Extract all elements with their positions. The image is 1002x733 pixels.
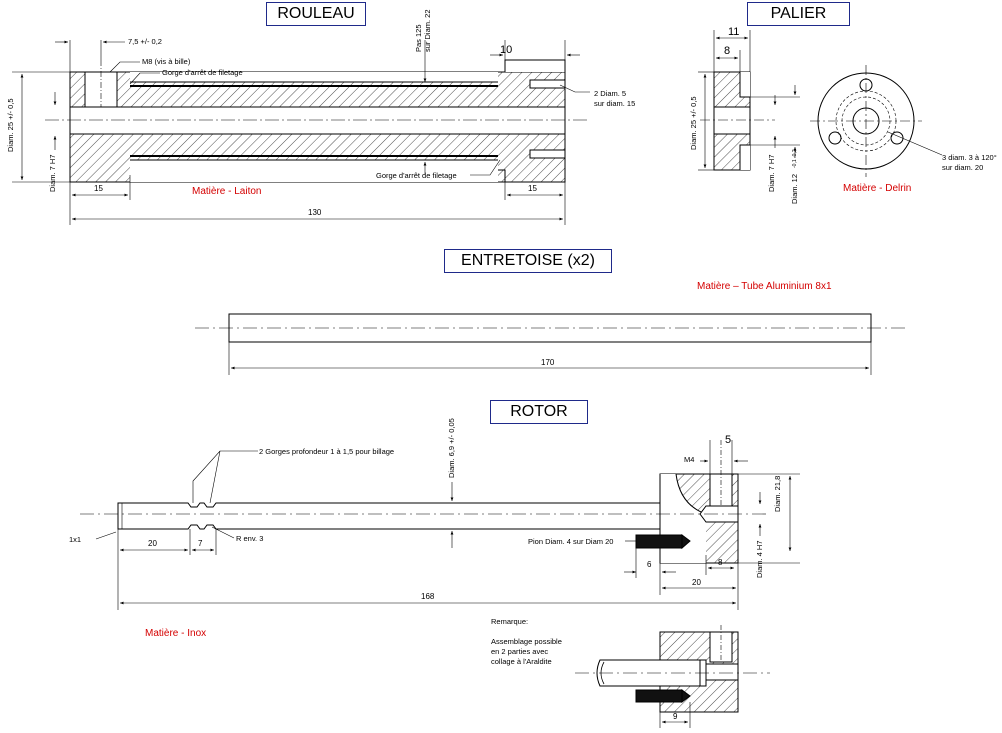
label-remarque-1: Assemblage possible [491,637,562,646]
material-rouleau: Matière - Laiton [192,186,262,197]
palier-drawing [698,30,943,177]
label-palier-diam7: Diam. 7 H7 [767,154,776,192]
label-pion: Pion Diam. 4 sur Diam 20 [528,537,614,546]
label-rotor-dim-6: 6 [647,560,652,569]
label-diam218: Diam. 21,8 [773,475,782,512]
label-remarque-3: collage à l'Araldite [491,657,552,666]
label-dim-15-right: 15 [528,184,537,193]
material-entretoise: Matière – Tube Aluminium 8x1 [697,281,832,292]
label-dim-10: 10 [500,44,513,56]
label-remarque: Remarque: [491,617,529,626]
label-palier-trous-2: sur diam. 20 [942,163,984,172]
label-trous-1: 2 Diam. 5 [594,89,627,98]
label-dim-11: 11 [728,26,740,38]
material-palier: Matière - Delrin [843,183,912,194]
title-entretoise: ENTRETOISE (x2) [444,249,612,273]
rotor-drawing [80,440,800,610]
material-rotor: Matière - Inox [145,628,207,639]
entretoise-drawing [195,313,905,375]
label-rotor-dim-5: 5 [725,434,732,446]
label-dim-8: 8 [724,45,731,57]
label-diam25: Diam. 25 +/- 0,5 [6,98,15,152]
label-gorges: 2 Gorges profondeur 1 à 1,5 pour billage [259,447,395,456]
label-palier-diam12: Diam. 12 [790,173,799,204]
label-dim-170: 170 [541,358,555,367]
label-diam7: Diam. 7 H7 [48,154,57,192]
label-rotor-dim-20-left: 20 [148,539,157,548]
label-r-env: R env. 3 [236,534,264,543]
remarque-drawing [575,625,770,728]
label-m8: M8 (vis à bille) [142,57,191,66]
title-rouleau: ROULEAU [266,2,366,26]
rouleau-drawing [12,40,590,225]
label-rotor-dim-8: 8 [718,558,723,567]
label-trous-2: sur diam. 15 [594,99,636,108]
label-remarque-dim-9: 9 [673,712,678,721]
label-palier-diam12-tol: -0,1 -0,2 [792,149,798,168]
title-palier: PALIER [747,2,850,26]
label-rotor-dim-7: 7 [198,539,203,548]
label-palier-diam25: Diam. 25 +/- 0,5 [689,96,698,150]
label-diam4: Diam. 4 H7 [755,540,764,578]
label-m4: M4 [684,455,695,464]
label-remarque-2: en 2 parties avec [491,647,549,656]
label-dim-15-left: 15 [94,184,103,193]
label-dim-7-5: 7,5 +/- 0,2 [128,37,162,46]
label-rotor-dim-20-right: 20 [692,578,701,587]
label-dim-130: 130 [308,208,322,217]
label-gorge-top: Gorge d'arrêt de filetage [162,68,243,77]
label-gorge-bottom: Gorge d'arrêt de filetage [376,171,457,180]
label-chamfer: 1x1 [69,535,82,544]
label-palier-trous-1: 3 diam. 3 à 120° [942,153,997,162]
label-diam69: Diam. 6,9 +/- 0,05 [447,418,456,478]
label-rotor-dim-168: 168 [421,592,435,601]
title-rotor: ROTOR [490,400,588,424]
label-sur-diam: sur Diam. 22 [423,9,432,52]
label-pas: Pas 125 [414,24,423,52]
